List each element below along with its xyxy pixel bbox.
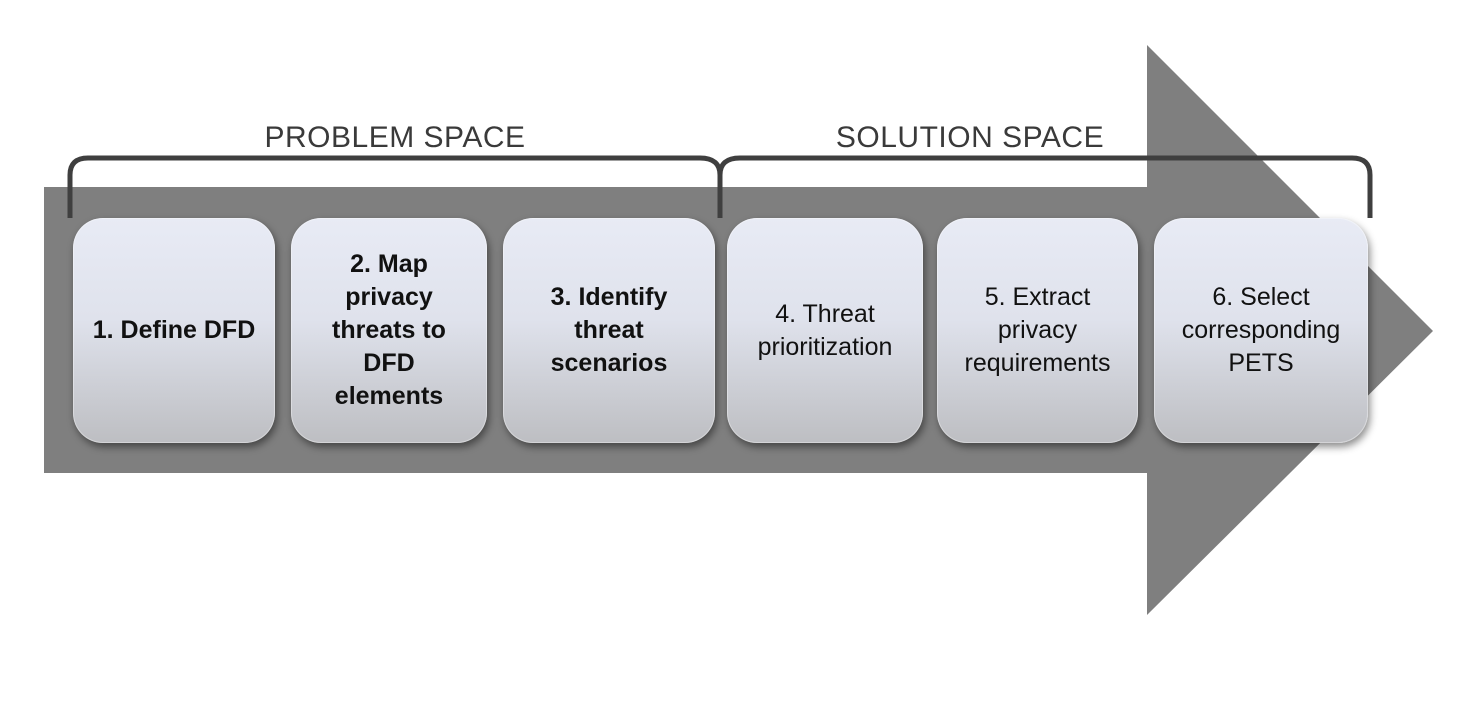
step-1-label: 1. Define DFD (92, 316, 256, 344)
step-6-box: 6. Select corresponding PETS (1154, 218, 1368, 443)
solution-space-label: SOLUTION SPACE (835, 121, 1105, 154)
step-3-box: 3. Identify threat scenarios (503, 218, 715, 443)
step-1-box: 1. Define DFD (73, 218, 275, 443)
step-5-box: 5. Extract privacy requirements (937, 218, 1138, 443)
step-3-label: 3. Identify threat scenarios (550, 283, 668, 377)
step-4-box: 4. Threat prioritization (727, 218, 923, 443)
step-2-box: 2. Map privacy threats to DFD elements (291, 218, 487, 443)
step-2-label: 2. Map privacy threats to DFD elements (332, 250, 446, 410)
step-6-label: 6. Select corresponding PETS (1181, 283, 1341, 377)
step-5-label: 5. Extract privacy requirements (964, 283, 1111, 377)
step-4-label: 4. Threat prioritization (757, 299, 893, 361)
solution-space-bracket (717, 155, 1373, 218)
problem-space-label: PROBLEM SPACE (264, 121, 526, 154)
